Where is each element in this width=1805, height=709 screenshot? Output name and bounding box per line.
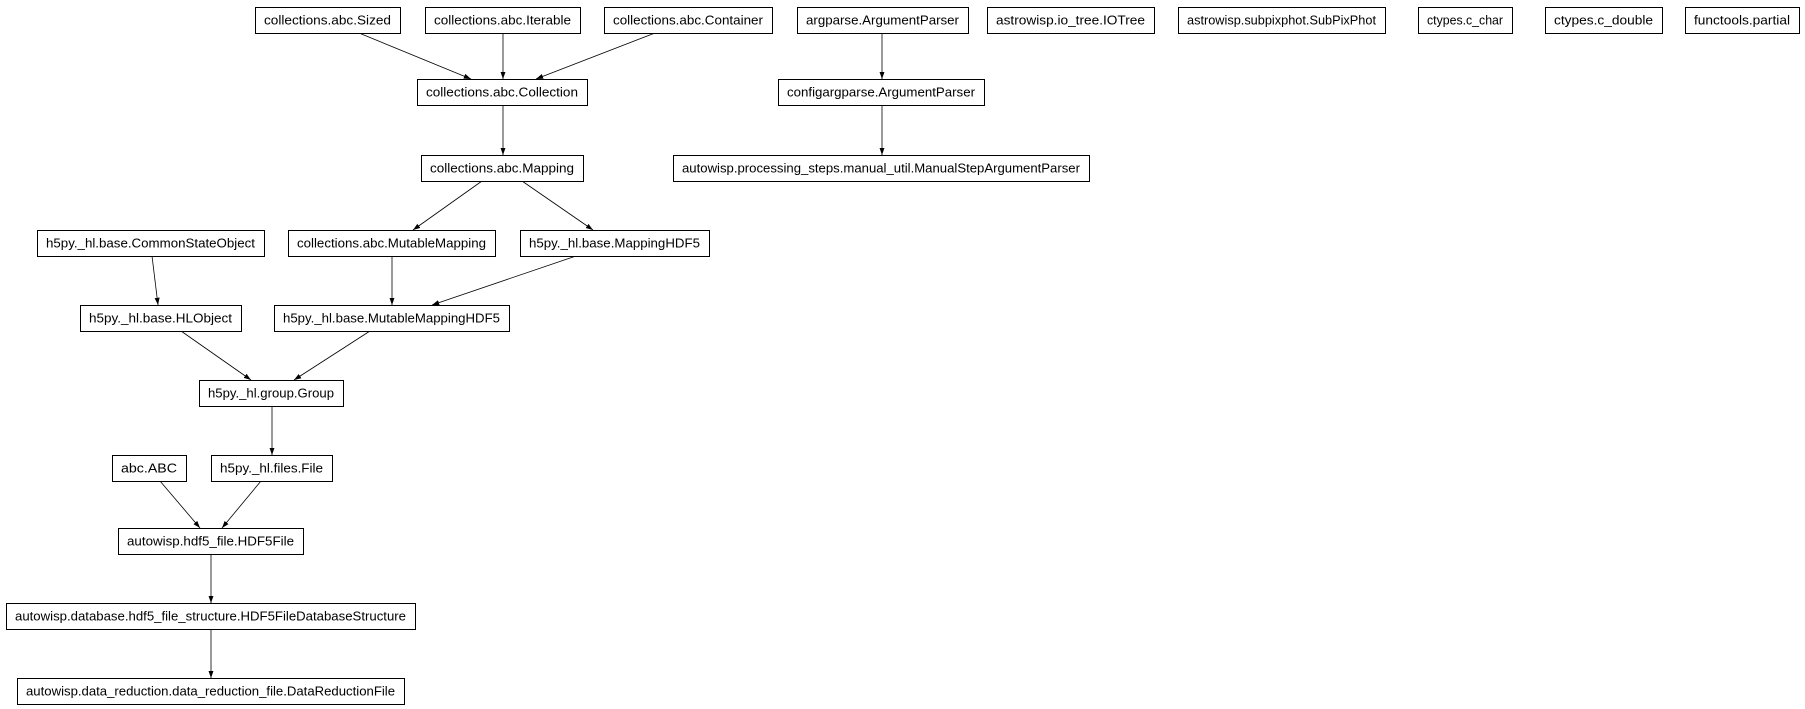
class-node-label: collections.abc.Iterable — [434, 14, 571, 28]
inheritance-edge-hlobject-to-group — [180, 330, 252, 381]
class-node-label: argparse.ArgumentParser — [806, 14, 959, 28]
class-node-label: astrowisp.io_tree.IOTree — [996, 14, 1145, 28]
class-node-collection[interactable]: collections.abc.Collection — [417, 79, 588, 106]
class-node-sized[interactable]: collections.abc.Sized — [255, 7, 401, 34]
inheritance-edge-mapping-to-mappinghdf5 — [521, 180, 594, 231]
edge-arrow — [151, 255, 160, 306]
class-node-box — [6, 603, 416, 630]
class-node-label: astrowisp.subpixphot.SubPixPhot — [1187, 14, 1377, 28]
class-node-box — [604, 7, 773, 34]
class-node-label: abc.ABC — [121, 462, 177, 476]
class-node-argparse[interactable]: argparse.ArgumentParser — [797, 7, 969, 34]
class-node-iterable[interactable]: collections.abc.Iterable — [425, 7, 581, 34]
class-node-box — [421, 155, 584, 182]
class-node-box — [288, 230, 496, 257]
class-node-c-double[interactable]: ctypes.c_double — [1545, 7, 1663, 34]
class-node-mutablemappinghdf5[interactable]: h5py._hl.base.MutableMappingHDF5 — [274, 305, 510, 332]
class-node-datareduction[interactable]: autowisp.data_reduction.data_reduction_f… — [17, 678, 405, 705]
class-node-label: ctypes.c_double — [1554, 14, 1653, 28]
class-node-configargparse[interactable]: configargparse.ArgumentParser — [778, 79, 985, 106]
class-node-box — [1685, 7, 1800, 34]
class-node-c-char[interactable]: ctypes.c_char — [1418, 7, 1513, 34]
edge-arrow — [180, 330, 252, 381]
class-node-label: h5py._hl.group.Group — [208, 387, 334, 401]
class-node-box — [425, 7, 581, 34]
class-node-mapping[interactable]: collections.abc.Mapping — [421, 155, 584, 182]
class-node-iotree[interactable]: astrowisp.io_tree.IOTree — [987, 7, 1155, 34]
class-node-mappinghdf5[interactable]: h5py._hl.base.MappingHDF5 — [520, 230, 710, 257]
class-node-box — [1545, 7, 1663, 34]
edge-arrow — [358, 32, 472, 80]
inheritance-edge-file-to-hdf5file — [221, 480, 262, 529]
class-node-box — [118, 528, 304, 555]
inheritance-edge-container-to-collection — [535, 32, 656, 80]
inheritance-edge-abc-to-hdf5file — [159, 480, 201, 529]
class-node-box — [520, 230, 710, 257]
class-node-group[interactable]: h5py._hl.group.Group — [199, 380, 344, 407]
class-node-box — [673, 155, 1090, 182]
class-node-label: autowisp.data_reduction.data_reduction_f… — [26, 685, 395, 699]
class-node-label: functools.partial — [1694, 14, 1790, 28]
inheritance-edge-commonstate-to-hlobject — [151, 255, 160, 306]
class-node-label: ctypes.c_char — [1427, 14, 1503, 28]
class-node-manualstep[interactable]: autowisp.processing_steps.manual_util.Ma… — [673, 155, 1090, 182]
class-node-label: autowisp.hdf5_file.HDF5File — [127, 535, 294, 549]
edge-arrow — [159, 480, 201, 529]
class-node-commonstate[interactable]: h5py._hl.base.CommonStateObject — [37, 230, 265, 257]
class-node-container[interactable]: collections.abc.Container — [604, 7, 773, 34]
edge-arrow — [521, 180, 594, 231]
class-node-label: collections.abc.Container — [613, 14, 763, 28]
class-node-label: h5py._hl.base.MutableMappingHDF5 — [283, 312, 500, 326]
class-node-box — [255, 7, 401, 34]
inheritance-edge-mapping-to-mutablemapping — [412, 180, 483, 231]
class-node-box — [1178, 7, 1386, 34]
class-node-box — [778, 79, 985, 106]
class-node-hlobject[interactable]: h5py._hl.base.HLObject — [80, 305, 242, 332]
inheritance-edge-mutablemappinghdf5-to-group — [293, 330, 371, 381]
class-node-box — [211, 455, 333, 482]
class-node-box — [417, 79, 588, 106]
inheritance-edge-sized-to-collection — [358, 32, 472, 80]
edge-arrow — [293, 330, 371, 381]
inheritance-edge-mappinghdf5-to-mutablemappinghdf5 — [431, 255, 577, 306]
class-node-partial[interactable]: functools.partial — [1685, 7, 1800, 34]
class-node-box — [17, 678, 405, 705]
class-node-abc[interactable]: abc.ABC — [112, 455, 187, 482]
class-node-label: h5py._hl.base.HLObject — [89, 312, 233, 326]
edge-arrow — [221, 480, 262, 529]
class-node-label: h5py._hl.base.CommonStateObject — [46, 237, 256, 251]
class-node-label: collections.abc.MutableMapping — [297, 237, 486, 251]
class-node-box — [1418, 7, 1513, 34]
edge-arrow — [412, 180, 483, 231]
class-node-label: collections.abc.Sized — [264, 14, 391, 28]
class-node-label: h5py._hl.files.File — [220, 462, 323, 476]
class-node-box — [37, 230, 265, 257]
class-node-label: h5py._hl.base.MappingHDF5 — [529, 237, 700, 251]
class-node-file[interactable]: h5py._hl.files.File — [211, 455, 333, 482]
class-node-box — [987, 7, 1155, 34]
class-node-mutablemapping[interactable]: collections.abc.MutableMapping — [288, 230, 496, 257]
class-node-hdf5file[interactable]: autowisp.hdf5_file.HDF5File — [118, 528, 304, 555]
class-node-box — [797, 7, 969, 34]
class-node-box — [80, 305, 242, 332]
class-node-label: autowisp.database.hdf5_file_structure.HD… — [15, 610, 406, 624]
edge-arrow — [431, 255, 577, 306]
class-node-box — [199, 380, 344, 407]
class-node-dbstructure[interactable]: autowisp.database.hdf5_file_structure.HD… — [6, 603, 416, 630]
class-node-label: autowisp.processing_steps.manual_util.Ma… — [682, 162, 1080, 176]
class-node-subpixphot[interactable]: astrowisp.subpixphot.SubPixPhot — [1178, 7, 1386, 34]
class-node-box — [274, 305, 510, 332]
edge-arrow — [535, 32, 656, 80]
class-node-label: collections.abc.Mapping — [430, 162, 574, 176]
class-node-box — [112, 455, 187, 482]
class-node-label: configargparse.ArgumentParser — [787, 86, 975, 100]
class-node-label: collections.abc.Collection — [426, 86, 578, 100]
